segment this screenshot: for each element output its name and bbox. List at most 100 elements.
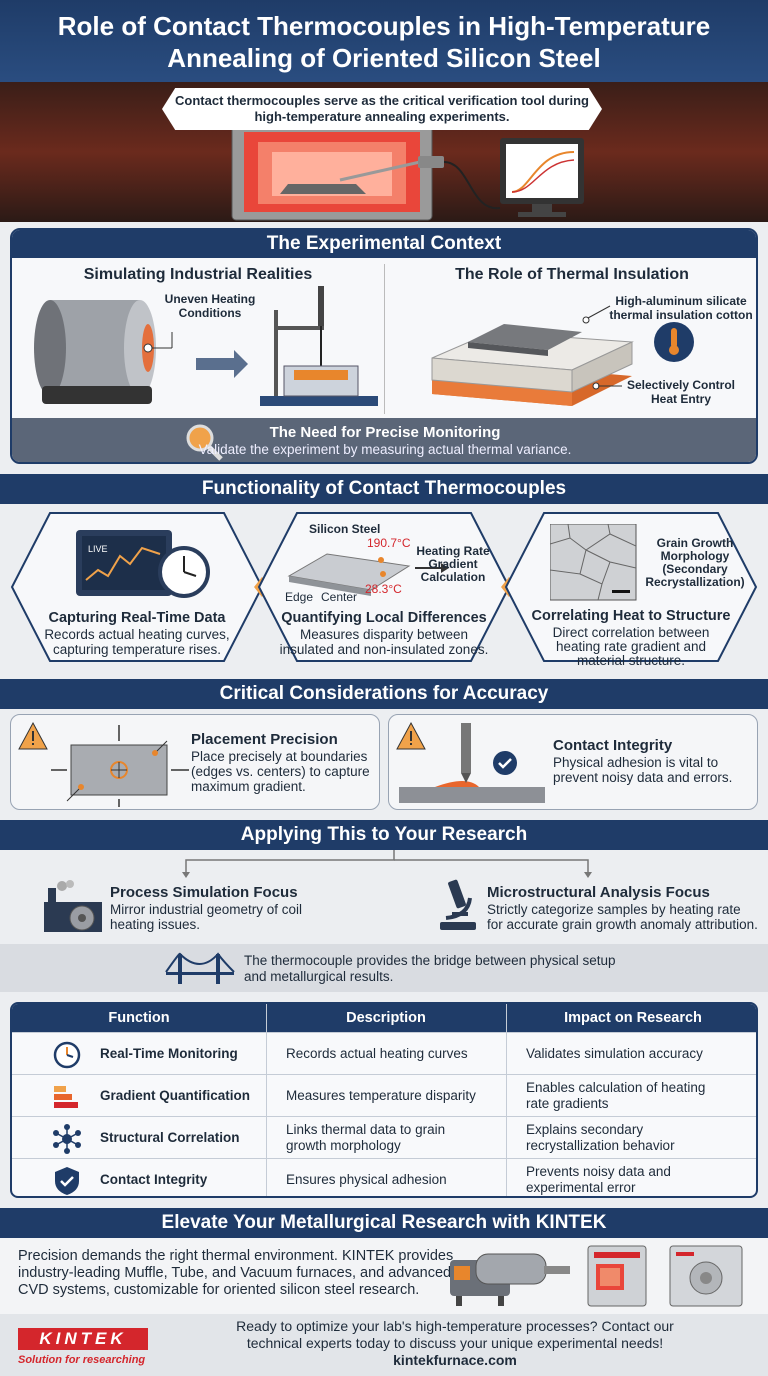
callout-insulation-2: thermal insulation cotton	[609, 308, 753, 322]
context-panel: The Experimental Context Simulating Indu…	[10, 228, 758, 464]
realtime-title: Capturing Real-Time Data	[48, 610, 226, 626]
bridge-text-1: The thermocouple provides the bridge bet…	[244, 953, 616, 968]
contact-diagram	[396, 721, 545, 803]
monitoring-text: Validate the experiment by measuring act…	[198, 442, 572, 457]
placement-desc-3: maximum gradient.	[191, 779, 306, 794]
context-left-title: Simulating Industrial Realities	[83, 266, 313, 283]
temp-high-label: 190.7°C	[367, 536, 411, 550]
promo-text-1: Precision demands the right thermal envi…	[18, 1248, 454, 1264]
page-title-line2: Annealing of Oriented Silicon Steel	[167, 43, 601, 73]
row2-function: Gradient Quantification	[100, 1088, 251, 1103]
steel-sheet-diagram	[287, 553, 449, 596]
process-focus-desc-1: Mirror industrial geometry of coil	[110, 902, 303, 917]
structure-desc-1: Direct correlation between	[552, 625, 710, 640]
hex-card-realtime: LIVE Capturing Real-Time Data Records ac…	[10, 512, 264, 662]
row3-impact-1: Explains secondary	[526, 1122, 644, 1137]
hex-card-local-diff: Silicon Steel 190.7°C 28.3°C Edge Center…	[257, 512, 511, 662]
placement-desc-2: (edges vs. centers) to capture	[191, 764, 370, 779]
live-label: LIVE	[88, 544, 108, 554]
row2-impact-2: rate gradients	[526, 1096, 609, 1111]
table-divider-1	[266, 1004, 267, 1196]
row1-desc-1: Records actual heating curves	[286, 1046, 468, 1061]
promo-section: Precision demands the right thermal envi…	[0, 1238, 768, 1314]
realtime-desc-1: Records actual heating curves,	[44, 627, 230, 642]
row4-desc-1: Ensures physical adhesion	[286, 1172, 447, 1187]
table-divider-2	[506, 1004, 507, 1196]
table-row: Gradient Quantification Measures tempera…	[12, 1074, 756, 1116]
calc-label-1: Heating Rate	[416, 544, 490, 558]
placement-desc-1: Place precisely at boundaries	[191, 749, 368, 764]
hero-banner: Contact thermocouples serve as the criti…	[162, 88, 602, 130]
local-diff-desc-1: Measures disparity between	[299, 627, 469, 642]
microstructure-focus-desc-2: for accurate grain growth anomaly attrib…	[487, 917, 758, 932]
branch-arrows	[182, 850, 592, 878]
microstructure-focus-desc-1: Strictly categorize samples by heating r…	[487, 902, 741, 917]
microscope-icon	[440, 879, 476, 930]
row2-impact-1: Enables calculation of heating	[526, 1080, 706, 1095]
hex-card-structure: Grain Growth Morphology (Secondary Recry…	[504, 512, 758, 668]
callout-insulation-1: High-aluminum silicate	[615, 294, 747, 308]
center-label: Center	[321, 590, 358, 604]
microstructure-focus-title: Microstructural Analysis Focus	[487, 884, 710, 901]
hero-scene: Contact thermocouples serve as the criti…	[0, 82, 768, 222]
network-icon	[53, 1124, 81, 1154]
kintek-tagline: Solution for researching	[18, 1354, 146, 1366]
structure-desc-2: heating rate gradient and	[555, 639, 707, 654]
shield-check-icon	[55, 1167, 79, 1195]
header: Role of Contact Thermocouples in High-Te…	[0, 0, 768, 82]
realtime-desc-2: capturing temperature rises.	[52, 642, 222, 657]
footer-cta-1: Ready to optimize your lab's high-temper…	[236, 1318, 674, 1334]
table-header-impact: Impact on Research	[564, 1010, 702, 1026]
row1-impact-1: Validates simulation accuracy	[526, 1046, 703, 1061]
table-row: Structural Correlation Links thermal dat…	[12, 1116, 756, 1158]
contact-card: Contact Integrity Physical adhesion is v…	[388, 714, 758, 810]
table-header: Function Description Impact on Research	[12, 1004, 756, 1032]
temp-low-label: 28.3°C	[365, 582, 402, 596]
local-diff-desc-2: insulated and non-insulated zones.	[279, 642, 489, 657]
contact-title: Contact Integrity	[553, 737, 673, 754]
row4-impact-2: experimental error	[526, 1180, 636, 1195]
page-title-line1: Role of Contact Thermocouples in High-Te…	[57, 11, 711, 41]
context-right-title: The Role of Thermal Insulation	[455, 266, 689, 283]
bridge-icon	[165, 952, 235, 984]
contact-desc-2: prevent noisy data and errors.	[553, 770, 733, 785]
gradient-bars-icon	[54, 1086, 78, 1108]
table-header-description: Description	[346, 1010, 426, 1026]
callout-uneven-2: Conditions	[178, 306, 242, 320]
row4-impact-1: Prevents noisy data and	[526, 1164, 671, 1179]
table-header-function: Function	[108, 1010, 170, 1026]
accuracy-heading: Critical Considerations for Accuracy	[0, 679, 768, 709]
row3-desc-2: growth morphology	[286, 1138, 401, 1153]
furnace-illustration	[231, 121, 584, 221]
magnifier-icon	[186, 424, 223, 461]
research-heading: Applying This to Your Research	[0, 820, 768, 850]
monitoring-strip: The Need for Precise Monitoring Validate…	[12, 418, 756, 462]
structure-title: Correlating Heat to Structure	[531, 608, 731, 624]
promo-heading: Elevate Your Metallurgical Research with…	[0, 1208, 768, 1238]
edge-label: Edge	[285, 590, 314, 604]
grain-label-2: Morphology	[660, 549, 730, 563]
silicon-steel-label: Silicon Steel	[309, 522, 381, 536]
hero-banner-line1: Contact thermocouples serve as the criti…	[175, 93, 589, 108]
row3-desc-1: Links thermal data to grain	[286, 1122, 446, 1137]
row2-desc-1: Measures temperature disparity	[286, 1088, 476, 1103]
row3-impact-2: recrystallization behavior	[526, 1138, 675, 1153]
callout-uneven-1: Uneven Heating	[164, 292, 256, 306]
row1-function: Real-Time Monitoring	[100, 1046, 238, 1061]
row4-function: Contact Integrity	[100, 1172, 208, 1187]
footer-cta-2: technical experts today to discuss your …	[246, 1335, 664, 1351]
row3-function: Structural Correlation	[100, 1130, 240, 1145]
table-row: Contact Integrity Ensures physical adhes…	[12, 1158, 756, 1196]
placement-card: Placement Precision Place precisely at b…	[10, 714, 380, 810]
live-monitor-icon	[76, 530, 210, 598]
placement-title: Placement Precision	[191, 731, 338, 748]
monitoring-title: The Need for Precise Monitoring	[269, 424, 501, 441]
hero-banner-line2: high-temperature annealing experiments.	[254, 109, 510, 124]
grain-micrograph	[550, 524, 637, 601]
grain-label-4: Recrystallization)	[645, 575, 745, 589]
footer-url-link[interactable]: kintekfurnace.com	[393, 1352, 517, 1368]
process-focus-title: Process Simulation Focus	[110, 884, 298, 901]
factory-coil-icon	[44, 880, 102, 932]
calc-label-3: Calculation	[420, 570, 486, 584]
grain-label-3: (Secondary	[662, 562, 728, 576]
